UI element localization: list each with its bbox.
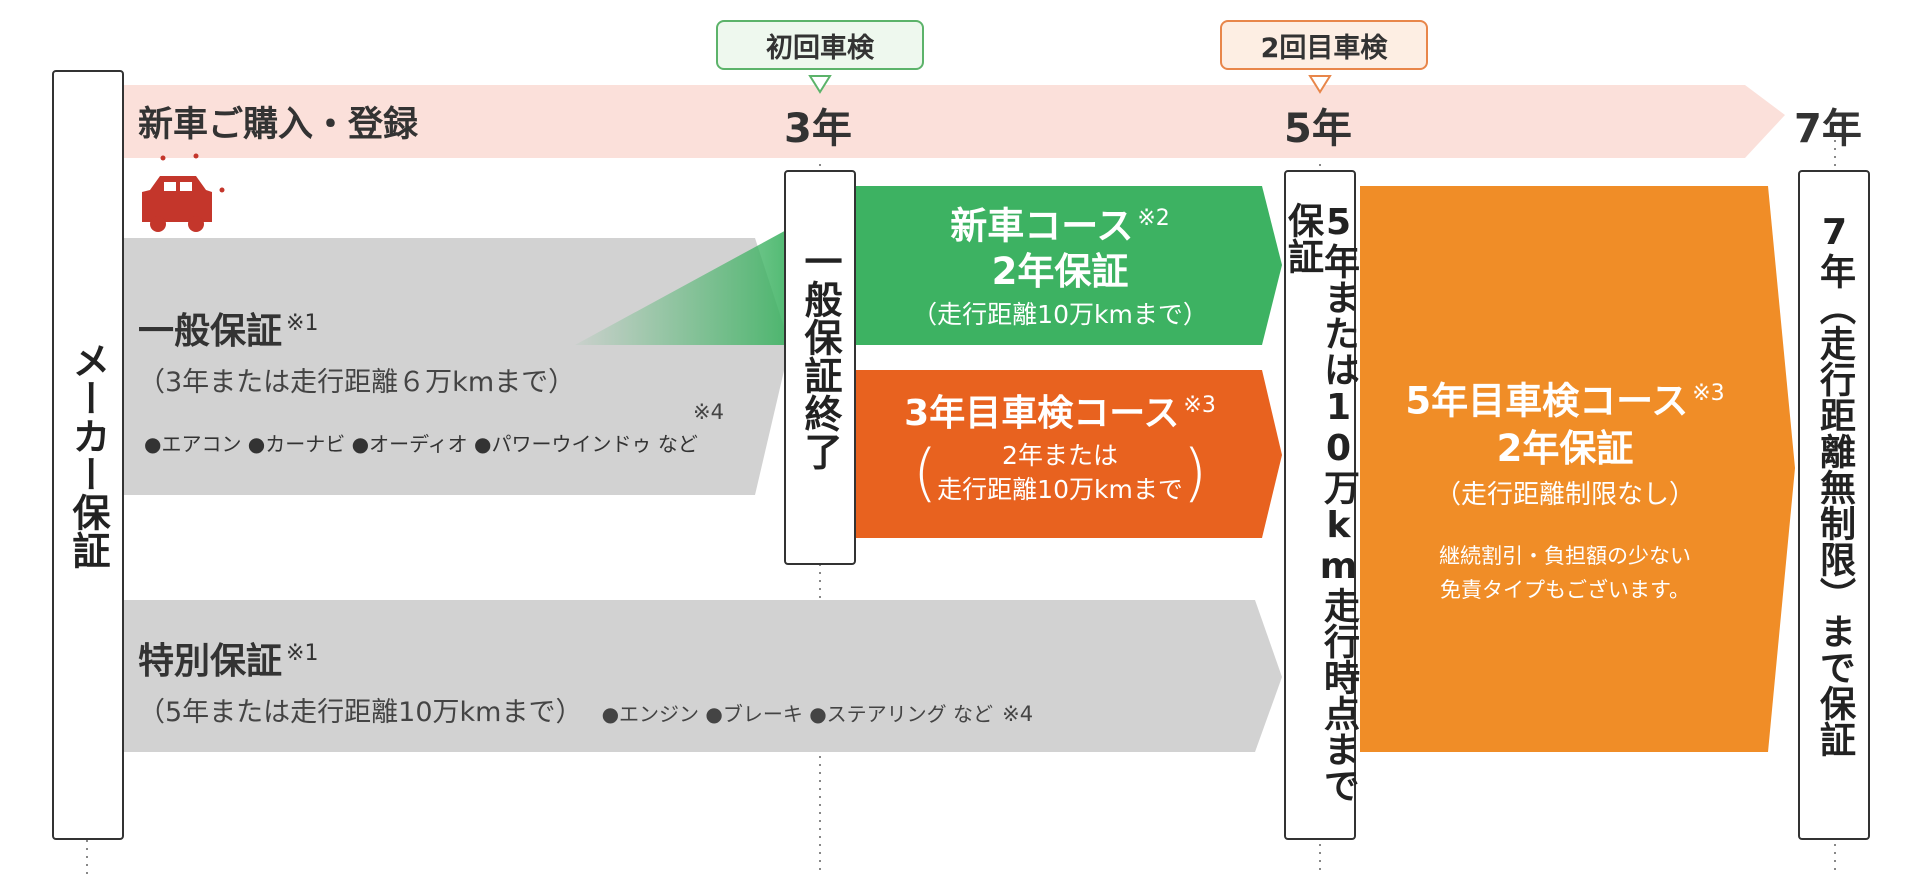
paren-close-glyph: )	[1182, 436, 1208, 509]
sparkle-icon	[160, 153, 225, 193]
callout-tail-first	[808, 75, 832, 94]
fifth-year-course-extra-2: 免責タイプもございます。	[1440, 578, 1690, 603]
general-warranty-end-box: 一般保証終了	[784, 170, 856, 565]
callout-tail-second	[1308, 75, 1332, 94]
general-warranty-band	[120, 238, 790, 495]
new-car-course-condition: （走行距離10万kmまで）	[912, 300, 1208, 330]
general-warranty-items-note: ※4	[693, 400, 724, 424]
seven-year-label: 7年（走行距離無制限）まで保証	[1814, 212, 1855, 757]
general-warranty-items: ●エアコン ●カーナビ ●オーディオ ●パワーウインドゥ など	[144, 432, 698, 456]
seven-year-box: 7年（走行距離無制限）まで保証	[1798, 170, 1870, 840]
general-warranty-title-row: 一般保証※1	[138, 302, 318, 354]
special-warranty-title-row: 特別保証※1	[138, 632, 318, 684]
fifth-year-course-extra-1: 継続割引・負担額の少ない	[1439, 544, 1691, 569]
timeline-year3-label: 3年	[784, 106, 852, 152]
new-car-course-text: 新車コース※2 2年保証 （走行距離10万kmまで）	[855, 196, 1265, 335]
fifth-year-course-title: 5年目車検コース	[1405, 379, 1689, 423]
third-year-course-condition-1: 2年または	[1002, 441, 1118, 470]
special-warranty-condition: （5年または走行距離10万kmまで）	[138, 697, 583, 728]
new-car-course-band	[855, 186, 1282, 345]
special-warranty-band	[120, 600, 1282, 752]
new-car-course-title: 新車コース	[950, 204, 1134, 248]
fifth-year-course-warranty: 2年保証	[1496, 427, 1634, 471]
new-car-course-warranty: 2年保証	[991, 250, 1129, 294]
general-warranty-end-label: 一般保証終了	[798, 242, 842, 470]
timeline-year7-label: 7年	[1794, 106, 1862, 152]
timeline-year5-label: 5年	[1284, 106, 1352, 152]
special-warranty-items: ●エンジン ●ブレーキ ●ステアリング など	[601, 702, 994, 726]
general-warranty-condition: （3年または走行距離６万kmまで）	[138, 367, 576, 398]
special-warranty-note: ※1	[286, 641, 319, 666]
general-warranty-note: ※1	[286, 311, 319, 336]
third-year-course-title: 3年目車検コース	[904, 393, 1180, 434]
third-year-course-band	[855, 370, 1282, 538]
callout-first-inspection: 初回車検	[716, 20, 924, 70]
timeline-start-label: 新車ご購入・登録	[138, 105, 419, 145]
third-year-course-text: 3年目車検コース※3 ( 2年または 走行距離10万kmまで )	[855, 382, 1265, 508]
third-year-course-note: ※3	[1183, 393, 1216, 418]
third-year-course-condition-2: 走行距離10万kmまで	[937, 475, 1183, 504]
maker-warranty-label: メーカー保証	[66, 341, 110, 569]
new-car-course-note: ※2	[1137, 206, 1170, 231]
five-year-point-label: 5年または10万km走行時点まで保証	[1282, 202, 1359, 803]
green-wedge	[575, 228, 790, 345]
fifth-year-course-note: ※3	[1692, 381, 1725, 406]
special-warranty-condition-row: （5年または走行距離10万kmまで） ●エンジン ●ブレーキ ●ステアリング な…	[138, 690, 1033, 729]
five-year-point-box: 5年または10万km走行時点まで保証	[1282, 170, 1359, 840]
special-warranty-title: 特別保証	[138, 641, 283, 682]
maker-warranty-box: メーカー保証	[52, 70, 124, 840]
general-warranty-title: 一般保証	[138, 311, 283, 352]
fifth-year-course-condition: （走行距離制限なし）	[1434, 480, 1695, 511]
fifth-year-course-text: 5年目車検コース※3 2年保証 （走行距離制限なし） 継続割引・負担額の少ない …	[1360, 370, 1770, 607]
car-icon	[142, 176, 212, 232]
fifth-year-course-band	[1360, 186, 1795, 752]
callout-second-inspection: 2回目車検	[1220, 20, 1428, 70]
paren-open-glyph: (	[912, 436, 938, 509]
special-warranty-items-note: ※4	[1002, 702, 1034, 726]
timeline-arrow	[120, 85, 1785, 158]
